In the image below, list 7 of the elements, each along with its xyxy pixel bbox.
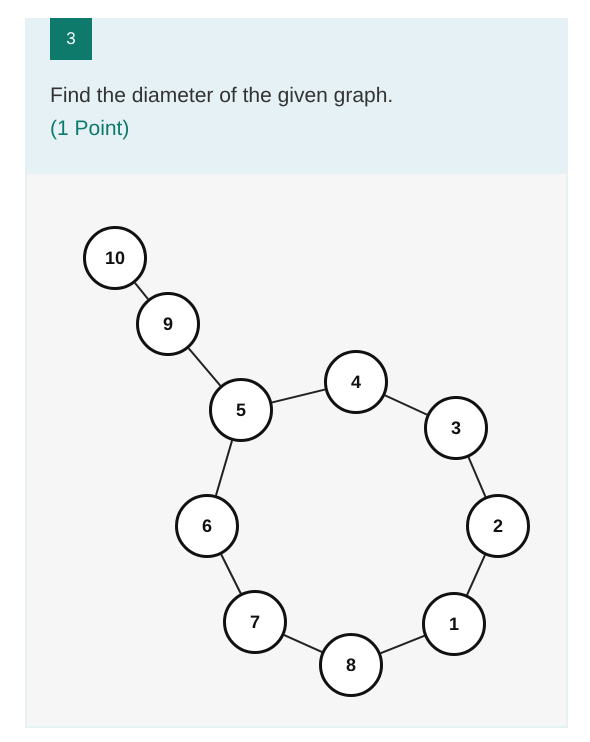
question-text: Find the diameter of the given graph.: [50, 83, 394, 109]
graph-edge: [272, 388, 326, 404]
graph-edge: [215, 440, 233, 496]
graph-edge: [134, 282, 149, 300]
graph-edge: [188, 348, 222, 386]
question-number: 3: [50, 18, 92, 60]
points-text: (1 Point): [50, 116, 130, 142]
